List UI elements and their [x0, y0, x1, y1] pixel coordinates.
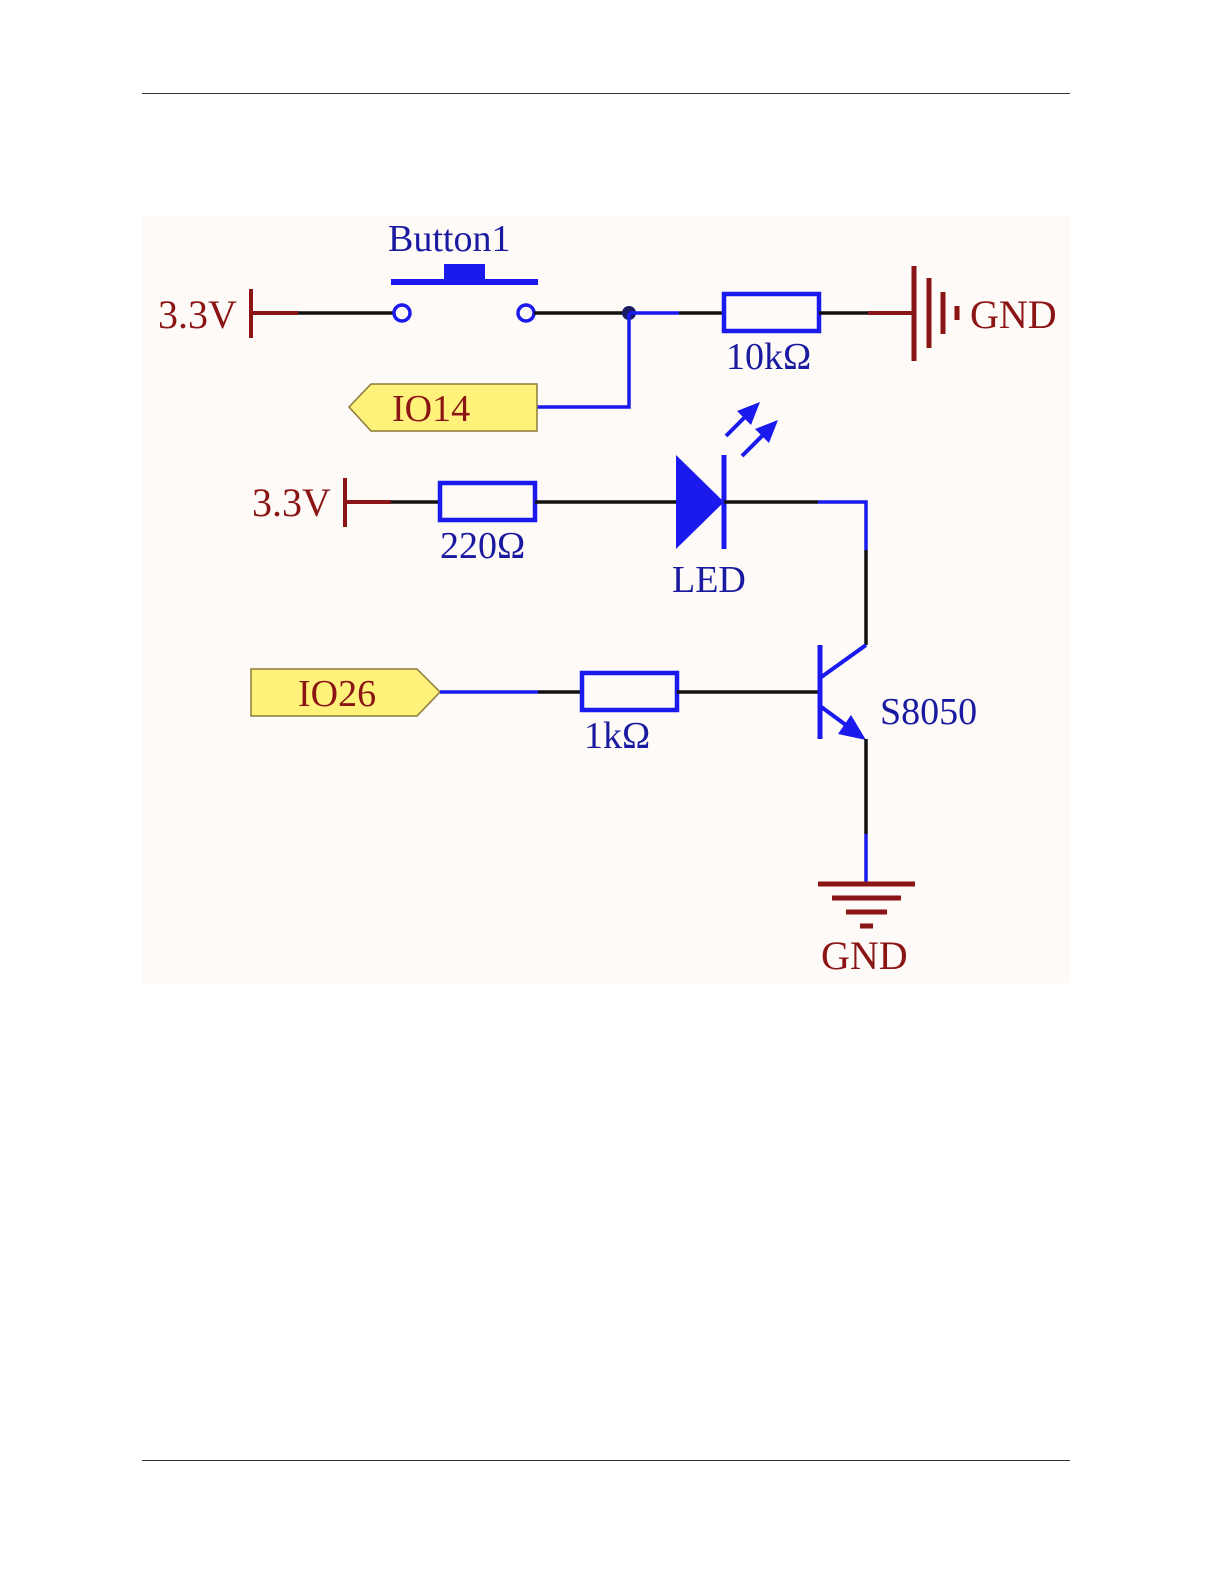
- vcc-label-top: 3.3V: [158, 292, 237, 337]
- led-label: LED: [672, 559, 746, 601]
- resistor-1k-label: 1kΩ: [584, 715, 650, 757]
- gnd-label-top: GND: [970, 292, 1057, 337]
- io26-label: IO26: [298, 673, 376, 715]
- io14-label: IO14: [392, 388, 470, 430]
- gnd-label-bottom: GND: [821, 933, 908, 978]
- vcc-label-mid: 3.3V: [252, 480, 331, 525]
- transistor-label: S8050: [880, 691, 977, 733]
- resistor-10k-label: 10kΩ: [726, 336, 811, 378]
- button-label: Button1: [388, 218, 510, 260]
- resistor-220-label: 220Ω: [440, 525, 525, 567]
